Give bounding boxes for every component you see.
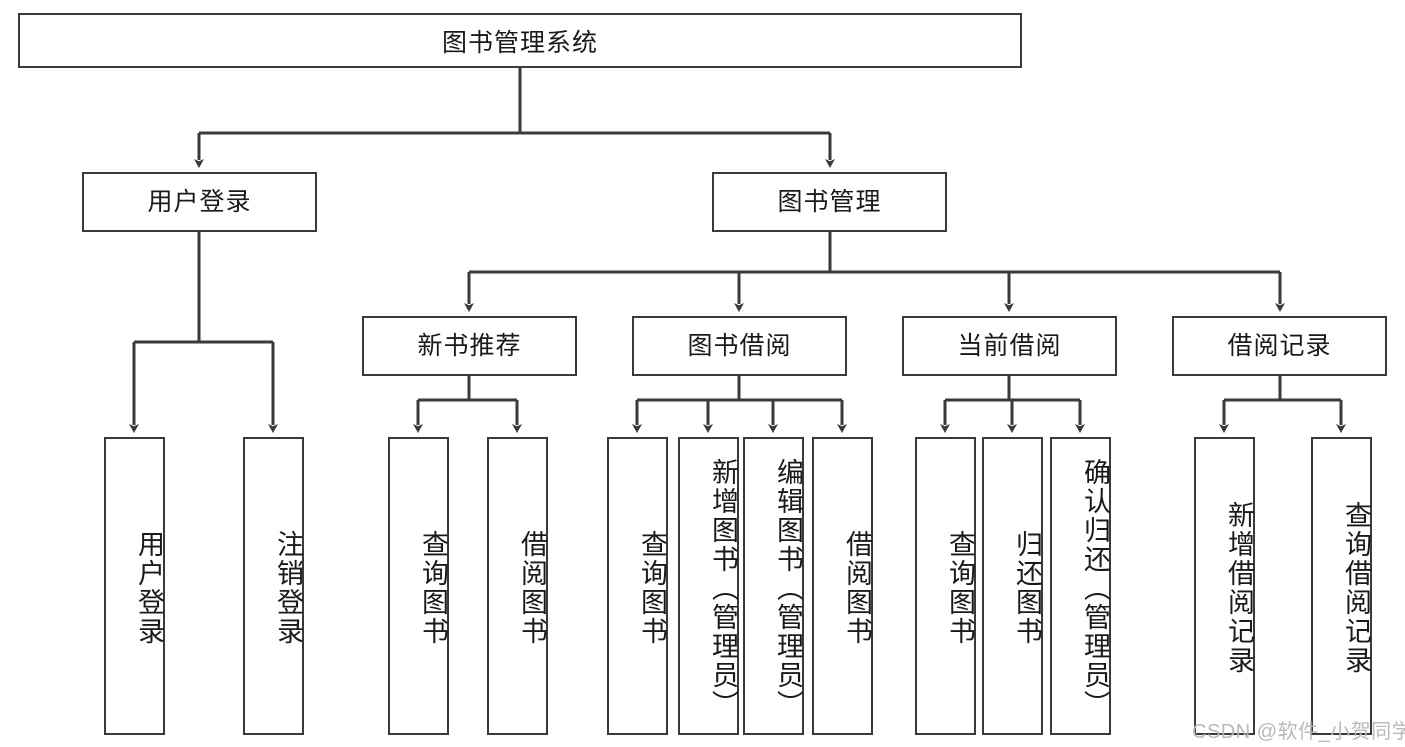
- node-user-login-label: 用户登录: [147, 188, 252, 216]
- node-leaf-logout-login-label: 注销登录: [273, 530, 303, 646]
- node-leaf-confirm-return-label: 确认归还（管理员）: [1080, 457, 1110, 719]
- node-leaf-user-login-label: 用户登录: [134, 530, 164, 646]
- node-leaf-logout-login[interactable]: 注销登录: [243, 437, 304, 735]
- node-leaf-borrow-book-2-label: 借阅图书: [842, 530, 872, 646]
- node-book-manage-label: 图书管理: [777, 188, 882, 216]
- node-root[interactable]: 图书管理系统: [18, 13, 1022, 68]
- node-leaf-query-record-label: 查询借阅记录: [1341, 501, 1371, 675]
- node-leaf-add-book[interactable]: 新增图书（管理员）: [678, 437, 739, 735]
- node-leaf-query-book-3[interactable]: 查询图书: [915, 437, 976, 735]
- csdn-watermark: CSDN @软件_小贺同学: [1192, 721, 1405, 743]
- node-borrow-record[interactable]: 借阅记录: [1172, 316, 1387, 376]
- node-leaf-edit-book[interactable]: 编辑图书（管理员）: [743, 437, 804, 735]
- node-leaf-add-record-label: 新增借阅记录: [1224, 501, 1254, 675]
- node-leaf-query-book-2[interactable]: 查询图书: [607, 437, 668, 735]
- node-leaf-add-record[interactable]: 新增借阅记录: [1194, 437, 1255, 735]
- node-leaf-edit-book-label: 编辑图书（管理员）: [773, 457, 803, 719]
- node-root-label: 图书管理系统: [441, 28, 598, 57]
- node-leaf-query-record[interactable]: 查询借阅记录: [1311, 437, 1372, 735]
- node-leaf-query-book-2-label: 查询图书: [637, 530, 667, 646]
- node-book-borrow-label: 图书借阅: [687, 332, 792, 360]
- node-leaf-user-login[interactable]: 用户登录: [104, 437, 165, 735]
- node-book-manage[interactable]: 图书管理: [712, 172, 947, 232]
- node-book-borrow[interactable]: 图书借阅: [632, 316, 847, 376]
- node-leaf-return-book-label: 归还图书: [1012, 530, 1042, 646]
- node-new-book-recommend[interactable]: 新书推荐: [362, 316, 577, 376]
- node-leaf-query-book-1[interactable]: 查询图书: [388, 437, 449, 735]
- node-current-borrow-label: 当前借阅: [957, 332, 1062, 360]
- node-leaf-confirm-return[interactable]: 确认归还（管理员）: [1050, 437, 1111, 735]
- node-leaf-query-book-3-label: 查询图书: [945, 530, 975, 646]
- node-leaf-borrow-book-1[interactable]: 借阅图书: [487, 437, 548, 735]
- node-current-borrow[interactable]: 当前借阅: [902, 316, 1117, 376]
- node-borrow-record-label: 借阅记录: [1227, 332, 1332, 360]
- node-leaf-borrow-book-2[interactable]: 借阅图书: [812, 437, 873, 735]
- node-user-login[interactable]: 用户登录: [82, 172, 317, 232]
- node-leaf-borrow-book-1-label: 借阅图书: [517, 530, 547, 646]
- node-leaf-query-book-1-label: 查询图书: [418, 530, 448, 646]
- node-leaf-return-book[interactable]: 归还图书: [982, 437, 1043, 735]
- node-new-book-recommend-label: 新书推荐: [417, 332, 522, 360]
- node-leaf-add-book-label: 新增图书（管理员）: [708, 457, 738, 719]
